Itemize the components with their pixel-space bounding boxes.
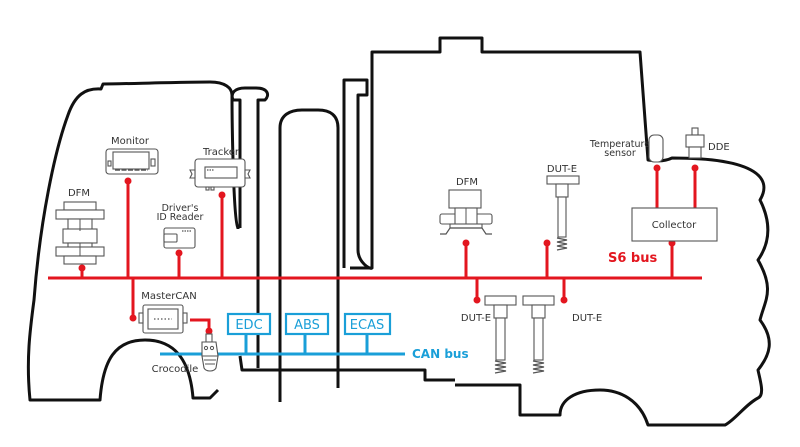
dde-sensor-icon [685, 127, 705, 159]
fuel-level-sensor-icon [546, 175, 580, 251]
ecu-label: ECAS [350, 318, 384, 333]
device-label: Monitor [111, 136, 150, 147]
truck-cab-outline [26, 80, 240, 402]
device-label-line2: sensor [604, 148, 636, 159]
device-mastercan: MasterCAN [138, 291, 197, 334]
tank-outline [278, 108, 340, 402]
temperature-sensor-icon [648, 134, 664, 163]
device-dde: DDE [685, 127, 730, 159]
device-label-line1: Temperature [589, 139, 650, 150]
truck-chassis-outline [238, 355, 455, 382]
device-label: MasterCAN [141, 291, 196, 302]
device-dfm-cab: DFM [55, 188, 105, 265]
flow-meter-icon [439, 189, 493, 235]
device-label-line1: Driver's [162, 203, 199, 214]
fuel-level-sensor-icon [522, 295, 555, 374]
s6-connector-dot [462, 239, 470, 247]
ecu-edc: EDC [226, 312, 272, 336]
intake-pipe-outline [342, 78, 374, 270]
s6-bus-label: S6 bus [608, 251, 657, 266]
ecu-box [284, 312, 330, 336]
s6-connector-dot [691, 164, 699, 172]
device-collector: Collector [631, 207, 718, 242]
s6-connector-dot [129, 314, 137, 322]
can-bus-label: CAN bus [412, 347, 469, 361]
truck-outline [26, 36, 771, 427]
device-label: Crocodile [152, 364, 199, 375]
s6-connector-dot [473, 296, 481, 304]
ecu-box [343, 312, 392, 336]
ecu-abs: ABS [284, 312, 330, 336]
device-label: DFM [68, 188, 90, 199]
device-label: DUT-E [461, 313, 491, 324]
device-label: DUT-E [547, 164, 577, 175]
cargo-body-outline [370, 36, 771, 427]
device-monitor: Monitor [105, 136, 159, 175]
s6-connector-dot [218, 191, 226, 199]
device-tracker: Tracker [189, 147, 251, 191]
s6-connector-dot [653, 164, 661, 172]
collector-box [631, 207, 718, 242]
ecu-label: ABS [294, 318, 320, 333]
s6-connector-dot [205, 327, 213, 335]
mastercan-icon [138, 304, 188, 334]
s6-connector-dot [124, 177, 132, 185]
device-dut-e-top: DUT-E [546, 164, 580, 251]
s6-connector-dot [175, 249, 183, 257]
device-label: DDE [708, 142, 730, 153]
device-crocodile: Crocodile [152, 333, 219, 375]
tracker-icon [189, 158, 251, 191]
device-dut-e-left: DUT-E [461, 295, 517, 374]
device-id-reader: Driver's ID Reader [157, 203, 204, 249]
card-reader-icon [163, 227, 196, 249]
ecu-box [226, 312, 272, 336]
s6-bus: S6 bus [48, 164, 702, 335]
device-label: DFM [456, 177, 478, 188]
ecu-label: EDC [235, 318, 262, 333]
ecu-ecas: ECAS [343, 312, 392, 336]
flow-meter-icon [55, 201, 105, 265]
s6-connector-dot [78, 264, 86, 272]
device-label-line2: ID Reader [157, 212, 204, 223]
crocodile-icon [201, 333, 219, 372]
fuel-level-sensor-icon [484, 295, 517, 374]
mastercan-crocodile-link [190, 318, 211, 330]
device-dut-e-right: DUT-E [522, 295, 602, 374]
monitor-icon [105, 148, 159, 175]
device-dfm-tank: DFM [439, 177, 493, 235]
device-temp-sensor: Temperature sensor [589, 134, 664, 163]
device-label: Tracker [202, 147, 240, 158]
exhaust-stack-outline [230, 86, 270, 368]
device-label: DUT-E [572, 313, 602, 324]
s6-connector-dot [543, 239, 551, 247]
device-label: Collector [652, 220, 697, 231]
can-bus: CAN bus EDC ABS ECAS [160, 312, 469, 361]
s6-connector-dot [560, 296, 568, 304]
